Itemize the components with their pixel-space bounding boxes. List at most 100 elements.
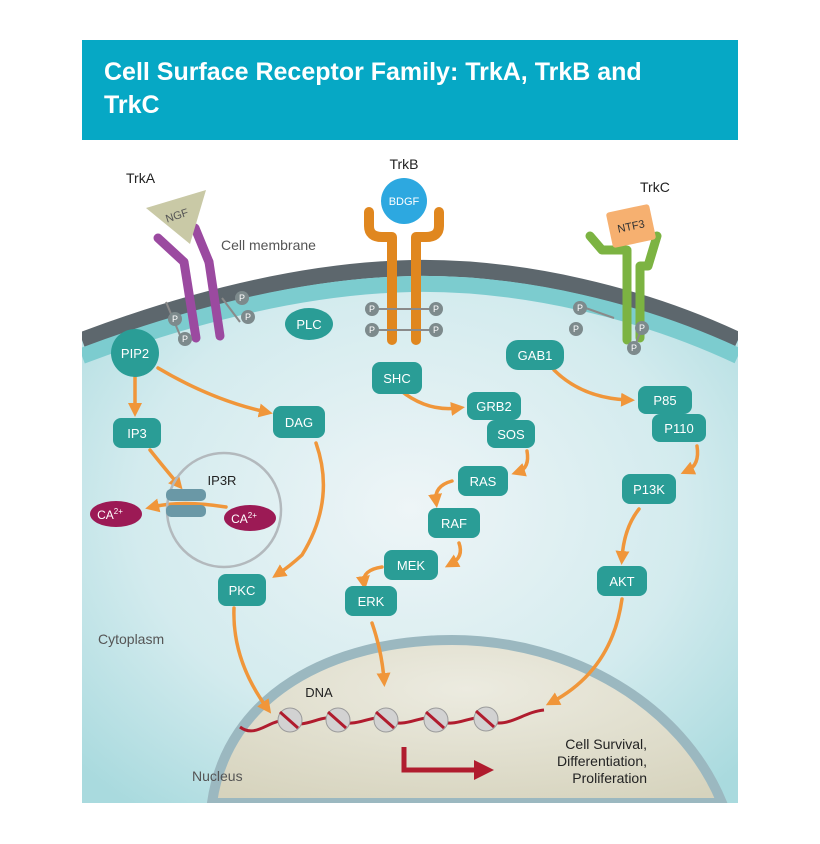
arrow-p13k-akt xyxy=(615,507,641,565)
node-raf: RAF xyxy=(428,508,480,538)
arrow-raf-mek xyxy=(444,541,463,568)
phosphate-circle: P xyxy=(365,302,379,316)
phosphate-circle: P xyxy=(429,302,443,316)
pathway-diagram: NGF BDGF NTF3 TrkA TrkB TrkC Cell membra… xyxy=(82,40,738,803)
svg-text:P: P xyxy=(172,314,178,324)
svg-text:MEK: MEK xyxy=(397,558,426,573)
svg-text:P: P xyxy=(639,323,645,333)
arrow-pkc-dna xyxy=(232,606,272,714)
node-ip3: IP3 xyxy=(113,418,161,448)
node-p13k: P13K xyxy=(622,474,676,504)
svg-text:IP3: IP3 xyxy=(127,426,147,441)
outcome-line1: Cell Survival, xyxy=(565,736,647,752)
svg-text:P: P xyxy=(631,343,637,353)
node-sos: SOS xyxy=(487,420,535,448)
arrow-erk-dna xyxy=(370,621,391,687)
svg-text:P: P xyxy=(369,304,375,314)
header-bar xyxy=(82,40,738,140)
trkb-label: TrkB xyxy=(389,156,418,172)
svg-text:PLC: PLC xyxy=(296,317,321,332)
node-p85: P85 xyxy=(638,386,692,414)
cytoplasm-label: Cytoplasm xyxy=(98,631,164,647)
phosphate-circle: P xyxy=(178,332,192,346)
svg-text:P: P xyxy=(369,325,375,335)
node-akt: AKT xyxy=(597,566,647,596)
calcium-ion-left: CA2+ xyxy=(90,501,142,527)
svg-text:P: P xyxy=(239,293,245,303)
arrow-p110-p13k xyxy=(680,444,700,475)
svg-text:CA2+: CA2+ xyxy=(231,511,257,526)
arrow-mek-erk xyxy=(356,565,384,590)
node-grb2: GRB2 xyxy=(467,392,521,420)
node-gab1: GAB1 xyxy=(506,340,564,370)
outcome-line2: Differentiation, xyxy=(557,753,647,769)
arrow-gab1-p85 xyxy=(552,368,635,407)
phosphate-circle: P xyxy=(241,310,255,324)
arrow-dag-pkc xyxy=(272,441,326,578)
svg-text:ERK: ERK xyxy=(358,594,385,609)
svg-text:RAS: RAS xyxy=(470,474,497,489)
svg-text:P: P xyxy=(577,303,583,313)
ip3r-label: IP3R xyxy=(208,473,237,488)
trkb-receptor xyxy=(364,207,444,345)
svg-text:AKT: AKT xyxy=(609,574,634,589)
svg-text:RAF: RAF xyxy=(441,516,467,531)
ip3r-channel xyxy=(166,505,206,517)
svg-text:GRB2: GRB2 xyxy=(476,399,511,414)
diagram-panel: NGF BDGF NTF3 TrkA TrkB TrkC Cell membra… xyxy=(82,40,738,803)
bdgf-ligand xyxy=(381,178,427,224)
svg-text:P13K: P13K xyxy=(633,482,665,497)
node-dag: DAG xyxy=(273,406,325,438)
svg-text:P: P xyxy=(245,312,251,322)
arrow-sos-ras xyxy=(511,449,530,477)
node-pkc: PKC xyxy=(218,574,266,606)
outcome-line3: Proliferation xyxy=(572,770,647,786)
svg-text:PIP2: PIP2 xyxy=(121,346,149,361)
svg-text:PKC: PKC xyxy=(229,583,256,598)
svg-text:P: P xyxy=(433,325,439,335)
node-ras: RAS xyxy=(458,466,508,496)
phosphate-circle: P xyxy=(627,341,641,355)
page-title: Cell Surface Receptor Family: TrkA, TrkB… xyxy=(104,58,642,119)
svg-text:SHC: SHC xyxy=(383,371,410,386)
svg-text:P: P xyxy=(573,324,579,334)
trkc-label: TrkC xyxy=(640,179,670,195)
phosphate-circle: P xyxy=(365,323,379,337)
arrow-ip3r-ca xyxy=(145,498,228,513)
node-plc: PLC xyxy=(285,308,333,340)
trka-label: TrkA xyxy=(126,170,156,186)
pathway-arrows xyxy=(128,366,700,714)
bdgf-label: BDGF xyxy=(389,196,420,208)
phosphate-circle: P xyxy=(235,291,249,305)
phospho-group: P P P P P P P P P P P P xyxy=(168,291,649,355)
ntf3-ligand xyxy=(606,204,656,248)
phosphate-circle: P xyxy=(635,321,649,335)
phosphate-circle: P xyxy=(573,301,587,315)
svg-text:P110: P110 xyxy=(664,421,693,436)
svg-text:DAG: DAG xyxy=(285,415,313,430)
node-erk: ERK xyxy=(345,586,397,616)
cell-membrane-label: Cell membrane xyxy=(221,237,316,253)
svg-text:SOS: SOS xyxy=(497,427,525,442)
node-mek: MEK xyxy=(384,550,438,580)
phosphate-circle: P xyxy=(429,323,443,337)
node-shc: SHC xyxy=(372,362,422,394)
arrow-ras-raf xyxy=(428,479,454,508)
arrow-ip3-ip3r xyxy=(148,448,183,490)
ntf3-label: NTF3 xyxy=(617,218,646,235)
svg-text:CA2+: CA2+ xyxy=(97,507,123,522)
transcription-arrow xyxy=(401,747,494,780)
phosphate-circle: P xyxy=(569,322,583,336)
calcium-ion-right: CA2+ xyxy=(224,505,276,531)
dna-strand xyxy=(239,706,545,733)
node-p110: P110 xyxy=(652,414,706,442)
nucleus-area xyxy=(206,634,728,803)
arrow-pip2-dag xyxy=(156,366,273,418)
node-pip2: PIP2 xyxy=(111,329,159,377)
svg-text:P: P xyxy=(182,334,188,344)
phosphate-circle: P xyxy=(168,312,182,326)
svg-text:P: P xyxy=(433,304,439,314)
ngf-ligand xyxy=(146,190,206,244)
svg-text:GAB1: GAB1 xyxy=(518,348,553,363)
svg-text:P85: P85 xyxy=(653,393,676,408)
